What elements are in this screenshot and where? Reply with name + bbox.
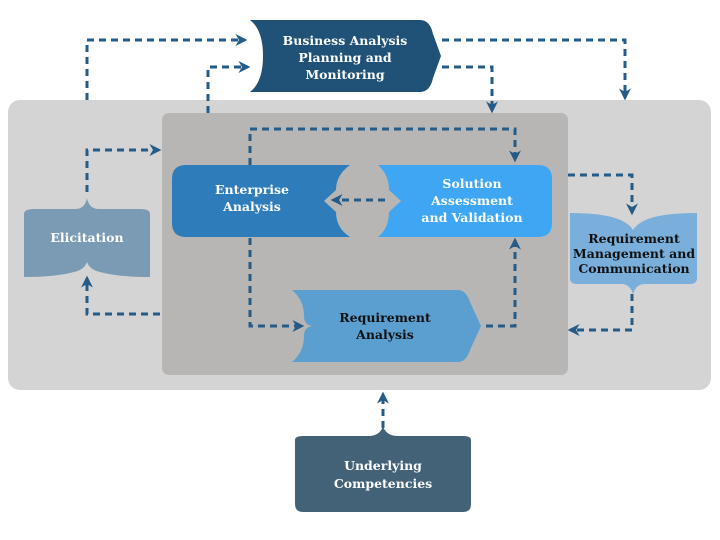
node-planning[interactable]: Business Analysis Planning and Monitorin… xyxy=(250,20,441,92)
solution-shape xyxy=(378,165,552,237)
enterprise-shape xyxy=(172,165,350,237)
node-competencies[interactable]: Underlying Competencies xyxy=(295,426,471,512)
enterprise-label-1: Enterprise xyxy=(215,182,289,197)
arrow-outer-to-planning xyxy=(85,34,248,100)
node-requirement-management[interactable]: Requirement Management and Communication xyxy=(570,213,697,294)
arrow-elicitation-to-inner xyxy=(85,144,162,192)
node-elicitation[interactable]: Elicitation xyxy=(24,198,150,277)
planning-label-1: Business Analysis xyxy=(283,33,408,48)
solution-label-2: Assessment xyxy=(430,193,513,208)
arrow-inner-to-planning xyxy=(206,61,251,113)
planning-shape xyxy=(250,20,441,92)
elicitation-shape xyxy=(24,198,150,277)
requirement-analysis-shape xyxy=(292,290,481,362)
solution-label-3: and Validation xyxy=(421,210,522,225)
competencies-label-2: Competencies xyxy=(334,476,432,491)
enterprise-label-2: Analysis xyxy=(222,199,281,214)
requirement-management-label-2: Management and xyxy=(573,246,695,261)
competencies-shape xyxy=(295,426,471,512)
competencies-label-1: Underlying xyxy=(344,458,422,473)
arrow-management-to-inner xyxy=(567,294,634,336)
requirement-management-shape xyxy=(570,213,697,294)
arrow-enterprise-to-requirement-analysis xyxy=(248,238,305,332)
requirement-analysis-label-2: Analysis xyxy=(355,327,414,342)
solution-label-1: Solution xyxy=(442,176,501,191)
arrow-planning-to-inner xyxy=(442,65,498,114)
node-solution[interactable]: Solution Assessment and Validation xyxy=(378,165,552,237)
planning-label-3: Monitoring xyxy=(305,67,385,82)
requirement-management-label-1: Requirement xyxy=(588,231,680,246)
arrow-planning-to-outer xyxy=(442,38,631,101)
node-enterprise[interactable]: Enterprise Analysis xyxy=(172,165,350,237)
arrow-inner-to-management xyxy=(568,173,638,216)
arrow-inner-to-elicitation xyxy=(81,275,160,316)
requirement-management-label-3: Communication xyxy=(578,261,689,276)
arrow-enterprise-to-solution xyxy=(248,127,521,165)
node-requirement-analysis[interactable]: Requirement Analysis xyxy=(292,290,481,362)
arrow-requirement-analysis-to-solution xyxy=(486,237,521,328)
requirement-analysis-label-1: Requirement xyxy=(339,310,431,325)
planning-label-2: Planning and xyxy=(298,50,392,65)
elicitation-label: Elicitation xyxy=(50,230,123,245)
